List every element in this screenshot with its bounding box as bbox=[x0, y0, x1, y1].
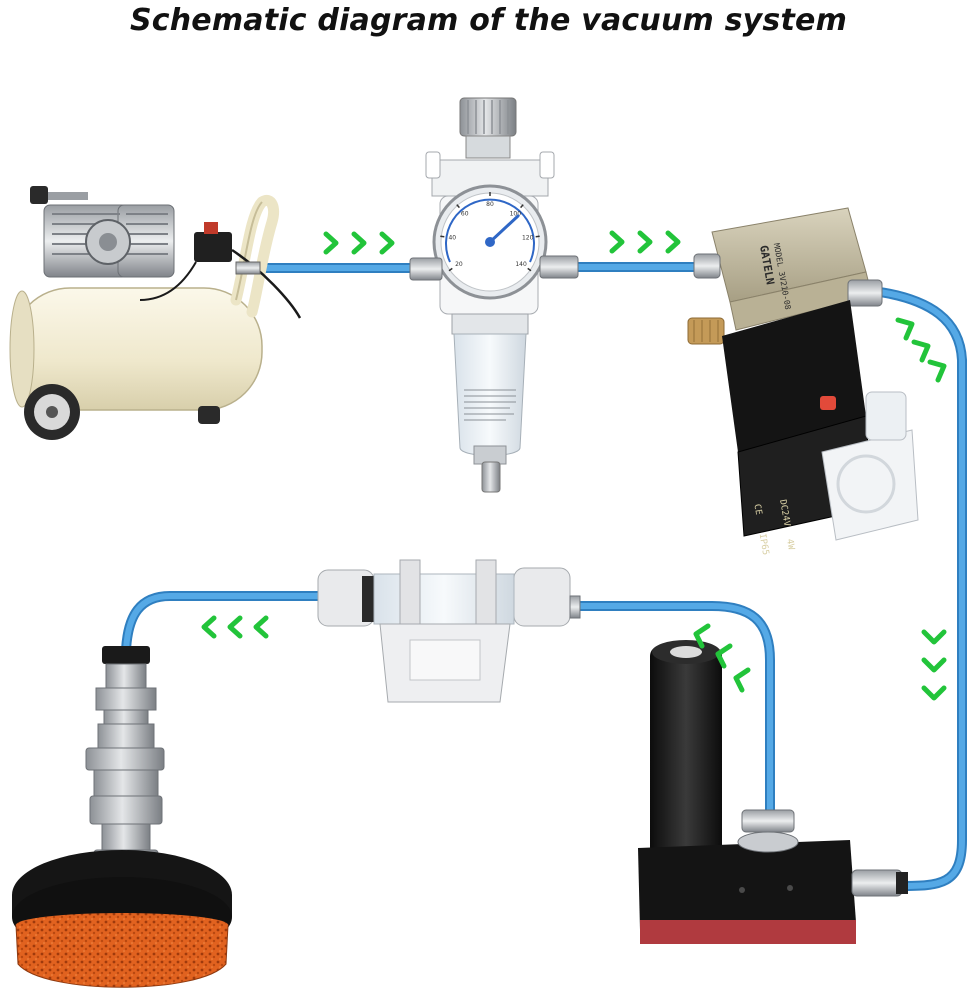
vacuum-generator bbox=[638, 640, 908, 944]
gauge-tick-mark bbox=[448, 267, 453, 272]
gauge-tick-label: 60 bbox=[461, 211, 469, 218]
gauge-tick-mark bbox=[456, 204, 460, 209]
flow-arrow bbox=[253, 615, 269, 639]
gauge-tick-label: 80 bbox=[486, 201, 494, 208]
flow-arrows-regulator-to-valve bbox=[609, 230, 681, 254]
solenoid-valve: GATELN MODEL 3V210-08 DC24V 4W CE IP65 bbox=[687, 207, 919, 556]
flow-arrow bbox=[351, 231, 367, 255]
flow-arrow bbox=[921, 685, 947, 701]
flow-arrow bbox=[733, 667, 751, 693]
flow-arrow bbox=[921, 629, 947, 645]
ce-mark: CE bbox=[751, 503, 763, 515]
gauge-tick-mark bbox=[527, 267, 532, 272]
gauge-tick-mark bbox=[520, 204, 524, 209]
gauge-tick-label: 20 bbox=[455, 261, 463, 268]
flow-arrow bbox=[665, 230, 681, 254]
diagram-title: Schematic diagram of the vacuum system bbox=[129, 3, 848, 38]
flow-arrow bbox=[609, 230, 625, 254]
flow-arrow bbox=[227, 615, 243, 639]
flow-arrow bbox=[715, 643, 733, 669]
flow-arrows-compressor-to-regulator bbox=[323, 231, 395, 255]
flow-arrow bbox=[637, 230, 653, 254]
flow-arrow bbox=[379, 231, 395, 255]
gauge-tick-mark bbox=[440, 235, 445, 238]
gauge-tick-mark bbox=[535, 235, 540, 238]
air-compressor bbox=[9, 186, 302, 440]
flow-arrows-generator-to-filter bbox=[693, 623, 751, 693]
pressure-gauge-icon: 20 40 60 80 100 120 140 bbox=[432, 184, 548, 300]
coil-power: 4W bbox=[784, 538, 796, 551]
vacuum-filter bbox=[317, 559, 581, 703]
filter-regulator: 20 40 60 80 100 120 140 bbox=[409, 97, 579, 493]
gauge-tick-label: 120 bbox=[522, 235, 534, 242]
flow-arrow bbox=[911, 339, 931, 363]
flow-arrows-right-vertical bbox=[921, 629, 947, 701]
coil-voltage: DC24V bbox=[777, 499, 792, 528]
coil-label: DC24V 4W CE IP65 bbox=[751, 499, 795, 556]
gauge-tick-label: 140 bbox=[515, 261, 527, 268]
air-tubing bbox=[121, 262, 967, 891]
flow-arrows-valve-right-turn bbox=[895, 317, 947, 383]
suction-cup bbox=[12, 646, 232, 988]
gauge-tick-label: 100 bbox=[510, 211, 522, 218]
flow-arrow bbox=[693, 623, 711, 649]
flow-arrows-filter-to-cup bbox=[201, 615, 269, 639]
ip-rating: IP65 bbox=[757, 533, 771, 556]
flow-arrows bbox=[201, 230, 947, 701]
flow-arrow bbox=[921, 657, 947, 673]
gauge-tick-label: 40 bbox=[448, 235, 456, 242]
flow-arrow bbox=[895, 317, 915, 341]
flow-arrow bbox=[927, 359, 947, 383]
flow-arrow bbox=[323, 231, 339, 255]
flow-arrow bbox=[201, 615, 217, 639]
